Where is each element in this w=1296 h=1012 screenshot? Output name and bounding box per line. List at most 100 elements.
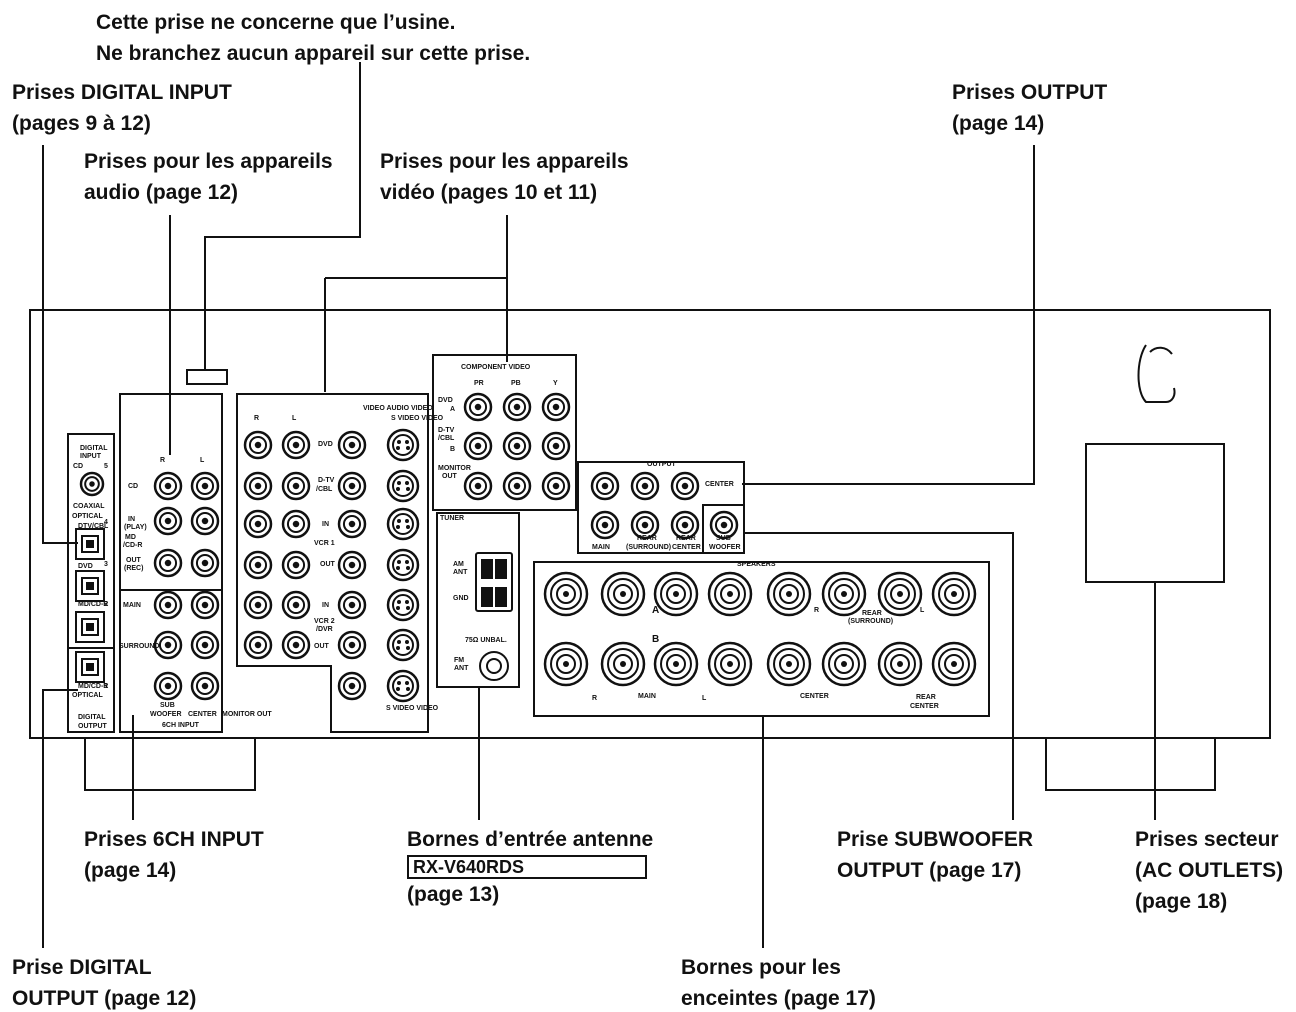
digital-cd: CD	[73, 463, 83, 470]
tuner-am: AM	[453, 561, 464, 568]
model-badge: RX-V640RDS	[407, 855, 648, 879]
rca-jack	[243, 509, 273, 539]
rca-jack	[709, 510, 739, 540]
subwoofer-box	[702, 504, 745, 554]
speaker-terminal	[707, 641, 753, 687]
rca-jack	[541, 471, 571, 501]
tuner-unbal: 75Ω UNBAL.	[465, 637, 507, 644]
ch6-main: MAIN	[123, 602, 141, 609]
speaker-terminal	[931, 641, 977, 687]
speakers-title: SPEAKERS	[737, 561, 776, 568]
digital-output-title-1: DIGITAL	[78, 714, 106, 721]
rca-jack	[153, 671, 183, 701]
rca-jack	[153, 506, 183, 536]
speakers-rear: REAR	[862, 610, 882, 617]
label-audio-devices: Prises pour les appareils audio (page 12…	[84, 150, 333, 204]
chassis-outline	[29, 309, 1271, 739]
digital-n3: 3	[104, 561, 108, 568]
svideo-jack	[386, 469, 420, 503]
rca-jack	[243, 550, 273, 580]
output-rear: REAR	[637, 535, 657, 542]
speakers-b-r: R	[592, 695, 597, 702]
rca-jack	[281, 630, 311, 660]
label-video-devices: Prises pour les appareils vidéo (pages 1…	[380, 150, 629, 204]
label-antenna: Bornes d’entrée antenne RX-V640RDS(page …	[407, 828, 654, 906]
digital-optical: OPTICAL	[72, 513, 103, 520]
digital-out-optical: OPTICAL	[72, 692, 103, 699]
leader-video	[324, 215, 508, 392]
rca-jack	[281, 509, 311, 539]
ch6-woofer: WOOFER	[150, 711, 182, 718]
digital-coaxial: COAXIAL	[73, 503, 105, 510]
rca-jack	[463, 392, 493, 422]
power-cord-icon	[1137, 344, 1176, 403]
rca-jack	[502, 392, 532, 422]
rca-jack	[243, 590, 273, 620]
rca-jack	[541, 431, 571, 461]
audio-play: (PLAY)	[124, 524, 147, 531]
speaker-terminal	[600, 571, 646, 617]
ch6-monitor-out: MONITOR OUT	[222, 711, 272, 718]
audio-r: R	[160, 457, 165, 464]
speakers-a: A	[652, 605, 659, 616]
leader-factory	[204, 62, 361, 370]
rca-jack	[190, 671, 220, 701]
rca-jack	[190, 471, 220, 501]
ch6-sub: SUB	[160, 702, 175, 709]
ch6-surround: SURROUND	[119, 643, 159, 650]
label-digital-input: Prises DIGITAL INPUT (pages 9 à 12)	[12, 81, 232, 135]
component-cbl: /CBL	[438, 435, 455, 442]
antenna-terminals	[475, 552, 513, 681]
speakers-rear-center-2: CENTER	[910, 703, 939, 710]
speakers-rear-center-1: REAR	[916, 694, 936, 701]
rca-jack	[153, 590, 183, 620]
speaker-terminal	[766, 571, 812, 617]
rca-jack	[281, 550, 311, 580]
label-6ch-input: Prises 6CH INPUT (page 14)	[84, 828, 264, 882]
rca-jack	[337, 590, 367, 620]
digital-title-2: INPUT	[80, 453, 102, 460]
digital-dvd: DVD	[78, 563, 93, 570]
component-out: OUT	[442, 473, 458, 480]
factory-jack	[186, 369, 228, 385]
component-pb: PB	[511, 380, 521, 387]
output-main: MAIN	[592, 544, 610, 551]
rca-jack	[630, 510, 660, 540]
video-dvr: /DVR	[316, 626, 333, 633]
speaker-terminal	[877, 641, 923, 687]
svideo-jack	[386, 588, 420, 622]
rca-jack	[502, 431, 532, 461]
speakers-main: MAIN	[638, 693, 656, 700]
video-in2: IN	[322, 602, 329, 609]
video-header: VIDEO AUDIO VIDEO	[363, 405, 433, 412]
label-subwoofer-output: Prise SUBWOOFER OUTPUT (page 17)	[837, 828, 1034, 882]
video-vcr1: VCR 1	[314, 540, 335, 547]
foot-right	[1045, 738, 1216, 791]
rca-jack	[190, 548, 220, 578]
digital-n4: 4	[104, 519, 108, 526]
rca-jack	[190, 506, 220, 536]
rca-jack	[281, 471, 311, 501]
svideo-jacks	[386, 428, 420, 703]
video-dvd: DVD	[318, 441, 333, 448]
label-digital-output: Prise DIGITAL OUTPUT (page 12)	[12, 956, 197, 1010]
component-y: Y	[553, 380, 558, 387]
speaker-terminal	[877, 571, 923, 617]
label-ac-outlets: Prises secteur (AC OUTLETS) (page 18)	[1135, 828, 1284, 913]
optical-jack	[75, 528, 105, 560]
tuner-section-box	[436, 512, 520, 688]
rca-jack	[243, 430, 273, 460]
ch6-title: 6CH INPUT	[162, 722, 200, 729]
label-factory-note: Cette prise ne concerne que l’usine. Ne …	[96, 11, 531, 65]
output-center2: CENTER	[672, 544, 701, 551]
speakers-surround: (SURROUND)	[848, 618, 893, 625]
svideo-jack	[386, 669, 420, 703]
optical-jack	[75, 611, 105, 643]
ch6-center: CENTER	[188, 711, 217, 718]
speaker-terminal	[543, 571, 589, 617]
rca-jack	[463, 471, 493, 501]
component-section-box	[432, 354, 577, 511]
video-cbl: /CBL	[316, 486, 333, 493]
